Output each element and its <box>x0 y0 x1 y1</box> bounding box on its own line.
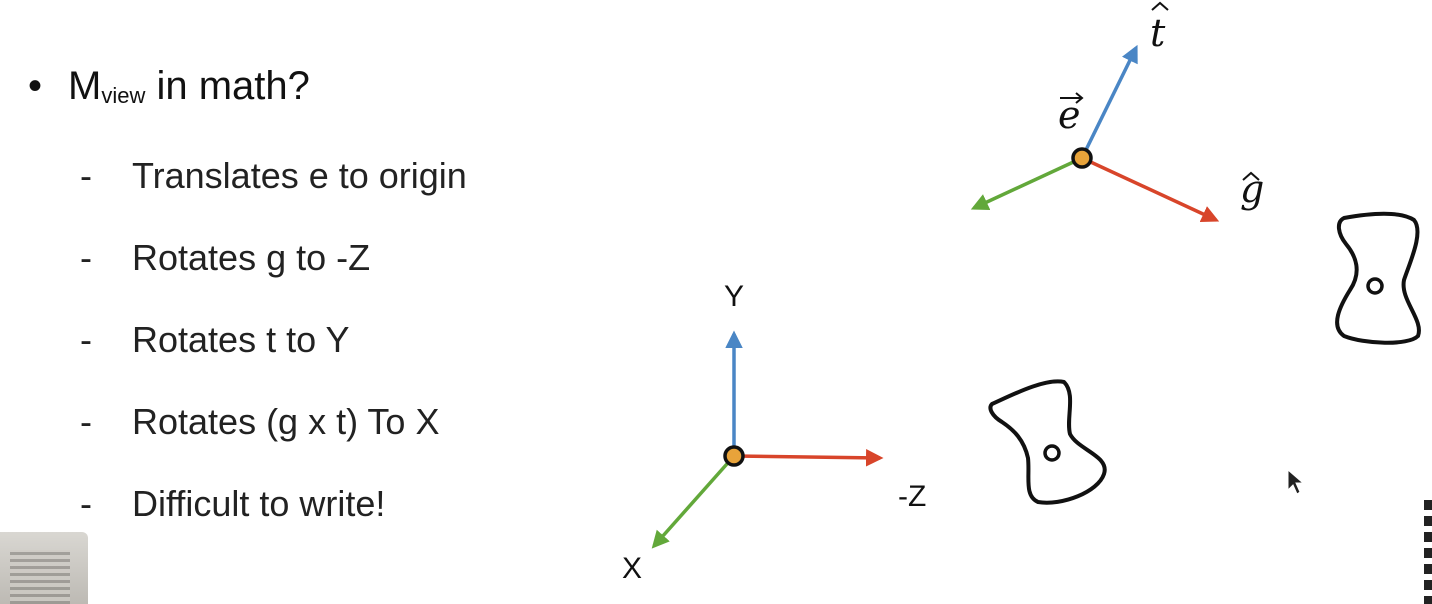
dash: - <box>80 155 92 196</box>
dash: - <box>80 237 92 278</box>
sub-bullet-text: Difficult to write! <box>132 483 386 524</box>
sub-bullet-text: Translates e to origin <box>132 155 467 196</box>
object-shape-right <box>1335 211 1421 345</box>
sub-bullet-item: -Rotates (g x t) To X <box>80 398 467 480</box>
camera-eye-point <box>1071 147 1093 169</box>
mouse-cursor-icon <box>1287 468 1305 495</box>
sub-bullet-item: -Rotates t to Y <box>80 316 467 398</box>
world-x-axis <box>651 454 736 549</box>
sub-bullet-text: Rotates (g x t) To X <box>132 401 440 442</box>
sub-bullet-item: -Translates e to origin <box>80 152 467 234</box>
edge-strip <box>1424 500 1432 604</box>
up-hat-mark <box>1151 1 1169 11</box>
bullet-suffix: in math? <box>145 64 310 108</box>
eye-vector-arrow-mark <box>1060 92 1084 104</box>
dash: - <box>80 319 92 360</box>
presenter-video-thumbnail <box>0 532 88 604</box>
dash: - <box>80 483 92 524</box>
camera-up-axis <box>1080 44 1138 159</box>
object-outline <box>1335 211 1421 345</box>
sub-bullet-item: -Rotates g to -Z <box>80 234 467 316</box>
world-frame: Y -Z X <box>622 280 926 585</box>
bullet-subscript: view <box>101 83 146 108</box>
sub-bullet-item: -Difficult to write! <box>80 480 467 562</box>
main-bullet: • Mview in math? <box>28 62 310 110</box>
eye-label: e <box>1058 93 1081 137</box>
world-z-label: -Z <box>898 480 926 513</box>
camera-frame: e t g <box>970 1 1264 223</box>
object-hole <box>1043 444 1061 462</box>
dash: - <box>80 401 92 442</box>
camera-gaze-axis <box>1081 156 1220 223</box>
object-shape-middle <box>988 379 1107 505</box>
bullet-prefix: M <box>68 64 102 108</box>
world-origin-point <box>723 445 745 467</box>
object-outline <box>988 379 1107 505</box>
presenter-background <box>10 550 70 604</box>
bullet-dot: • <box>28 64 43 108</box>
up-label: t <box>1150 11 1166 55</box>
world-x-label: X <box>622 552 642 585</box>
world-y-label: Y <box>724 280 744 313</box>
camera-side-axis <box>970 156 1083 211</box>
sub-bullet-text: Rotates t to Y <box>132 319 350 360</box>
world-z-axis <box>733 449 884 467</box>
sub-bullet-text: Rotates g to -Z <box>132 237 371 278</box>
sub-bullet-list: -Translates e to origin -Rotates g to -Z… <box>80 152 467 562</box>
object-hole <box>1366 277 1384 295</box>
gaze-hat-mark <box>1242 171 1260 181</box>
